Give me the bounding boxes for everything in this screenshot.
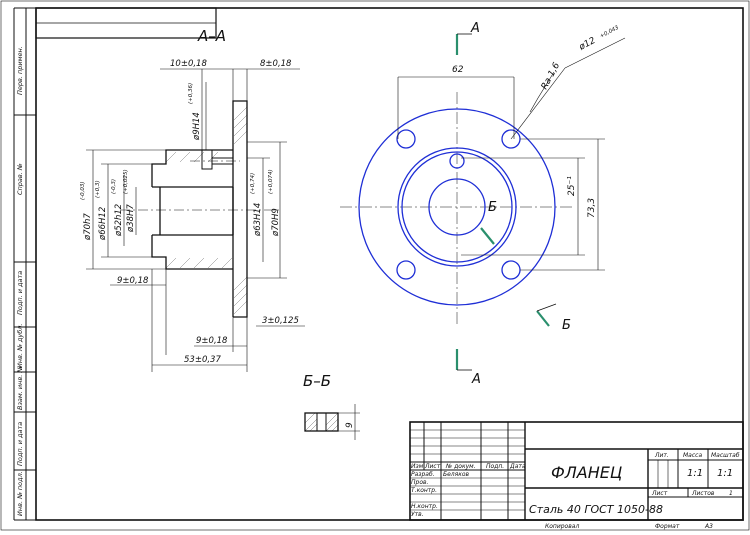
dim-66h12: ø66H12 bbox=[98, 207, 108, 241]
dim-8: 8±0,18 bbox=[260, 59, 292, 69]
left-margin-columns bbox=[13, 7, 36, 521]
label-inv-dubl: Инв. № дубл. bbox=[16, 324, 24, 368]
dim-52h12: ø52h12 bbox=[114, 204, 124, 237]
tb-col-date: Дата bbox=[509, 463, 526, 470]
label-podp-data-2: Подп. и дата bbox=[16, 422, 24, 466]
dim-12: ø12 bbox=[577, 36, 598, 53]
tb-col-list: Лист bbox=[424, 463, 441, 470]
tb-col-sign: Подп. bbox=[486, 463, 504, 470]
dim-52h12-tol: (-0,3) bbox=[111, 179, 117, 194]
label-inv-podl: Инв. № подл. bbox=[16, 471, 24, 516]
tb-masshtab: Масштаб bbox=[711, 452, 740, 459]
tb-razrab-name: Беляков bbox=[443, 471, 470, 478]
marker-b-lower: Б bbox=[562, 318, 571, 333]
tb-col-izm: Изм bbox=[411, 463, 424, 470]
bore-circle bbox=[428, 178, 486, 236]
tb-format-val: А3 bbox=[704, 523, 713, 530]
dim-3: 3±0,125 bbox=[262, 316, 299, 326]
label-vzam-inv: Взам. инв. № bbox=[16, 366, 24, 410]
label-perv-primen: Перв. примен. bbox=[16, 46, 24, 95]
dim-66h12-tol: (+0,3) bbox=[95, 180, 101, 198]
hub-inner-circle bbox=[401, 151, 513, 263]
dim-38h7-tol: (+0,025) bbox=[123, 169, 129, 194]
dim-9h14: ø9H14 bbox=[192, 112, 202, 141]
dim-9-bottom: 9±0,18 bbox=[196, 336, 228, 346]
top-left-stamp bbox=[35, 7, 217, 39]
label-podp-data-1: Подп. и дата bbox=[16, 271, 24, 315]
tb-massa-val: 1:1 bbox=[687, 468, 703, 479]
radial-hole bbox=[449, 153, 465, 169]
tb-part-name: ФЛАНЕЦ bbox=[551, 463, 622, 482]
dim-70h7-tol: (-0,03) bbox=[80, 181, 86, 200]
dim-63h14: ø63H14 bbox=[253, 203, 263, 237]
bolt-hole-1 bbox=[396, 129, 416, 149]
tb-format: Формат bbox=[655, 523, 680, 530]
front-view bbox=[358, 108, 556, 306]
dim-9-left: 9±0,18 bbox=[117, 276, 149, 286]
tb-row-tkontr: Т.контр. bbox=[411, 487, 437, 494]
section-bb-title: Б–Б bbox=[303, 372, 331, 390]
tb-listov: Листов bbox=[691, 490, 715, 497]
marker-a-top: А bbox=[470, 21, 480, 36]
dim-70h9-tol: (+0,074) bbox=[268, 169, 274, 194]
dim-38h7: ø38H7 bbox=[126, 204, 136, 233]
tb-row-prov: Пров. bbox=[411, 479, 429, 486]
dim-70h9: ø70H9 bbox=[271, 208, 281, 237]
dim-53: 53±0,37 bbox=[184, 355, 221, 365]
marker-a-bottom: А bbox=[471, 372, 481, 387]
tb-list: Лист bbox=[651, 490, 668, 497]
tb-listov-val: 1 bbox=[729, 490, 733, 497]
section-bb-view bbox=[304, 404, 360, 440]
front-view-centerlines bbox=[340, 92, 575, 325]
tb-kopiroval: Копировал bbox=[545, 523, 579, 530]
label-sprav: Справ. № bbox=[16, 163, 24, 195]
marker-b-upper: Б bbox=[488, 200, 497, 215]
tb-row-razrab: Разраб. bbox=[411, 471, 435, 478]
dim-10: 10±0,18 bbox=[170, 59, 207, 69]
front-view-dims bbox=[397, 37, 626, 271]
dim-62: 62 bbox=[452, 65, 464, 75]
dim-25: 25⁻¹ bbox=[567, 176, 577, 196]
tb-massa: Масса bbox=[683, 452, 702, 459]
drawing-frame bbox=[35, 7, 744, 521]
title-block bbox=[409, 421, 744, 521]
tb-row-utv: Утв. bbox=[411, 511, 424, 518]
hub-outer-circle bbox=[397, 147, 517, 267]
side-view-hatch bbox=[165, 106, 248, 315]
tb-lit: Лит. bbox=[654, 452, 669, 459]
dim-9h14-tol: (+0,36) bbox=[188, 83, 194, 104]
dim-9-bb: 9 bbox=[345, 422, 355, 428]
dim-12-tol: +0,043 bbox=[599, 25, 620, 40]
bolt-hole-3 bbox=[396, 260, 416, 280]
bolt-hole-4 bbox=[501, 260, 521, 280]
tb-row-nkontr: Н.контр. bbox=[411, 503, 438, 510]
tb-material: Сталь 40 ГОСТ 1050-88 bbox=[529, 503, 663, 516]
dim-70h7: ø70h7 bbox=[83, 213, 93, 241]
dim-63h14-tol: (+0,74) bbox=[250, 173, 256, 194]
section-markers bbox=[455, 33, 557, 371]
side-dim-lines bbox=[86, 68, 305, 372]
side-view-centerlines bbox=[120, 160, 280, 211]
tb-col-doc: № докум. bbox=[445, 463, 476, 470]
outer-flange-circle bbox=[358, 108, 556, 306]
section-aa-title: А–А bbox=[197, 27, 226, 45]
tb-masshtab-val: 1:1 bbox=[717, 468, 733, 479]
dim-73: 73,3 bbox=[587, 198, 597, 218]
